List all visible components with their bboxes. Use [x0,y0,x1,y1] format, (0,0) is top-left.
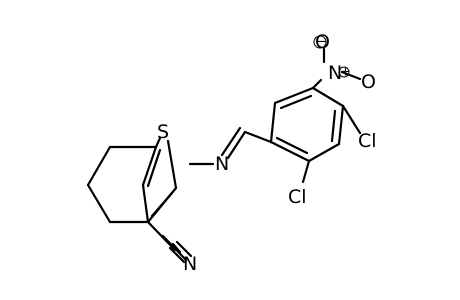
nitro-nitrogen-label: N [328,62,342,84]
nitrile-group [146,220,193,264]
nitro-oxygen-right-label: O [361,71,376,93]
chlorine-upper-label: Cl [358,130,377,152]
imine-linkage [188,126,273,166]
charge-markers: − + [313,35,351,80]
nitrile-nitrogen-label: N [183,253,197,275]
thiophene-ring [141,136,178,224]
negative-charge-ring [313,35,327,49]
benzene-ring [269,86,345,163]
sulfur-atom-label: S [157,121,169,143]
substituent-bonds [301,47,362,184]
chlorine-lower-label: Cl [288,186,307,208]
cyclopentane-ring [86,145,158,224]
nitro-oxygen-charge-label: − [316,35,327,50]
nitro-nitrogen-charge-label: + [340,65,351,80]
positive-charge-ring [338,66,350,78]
imine-nitrogen-label: N [215,153,229,175]
